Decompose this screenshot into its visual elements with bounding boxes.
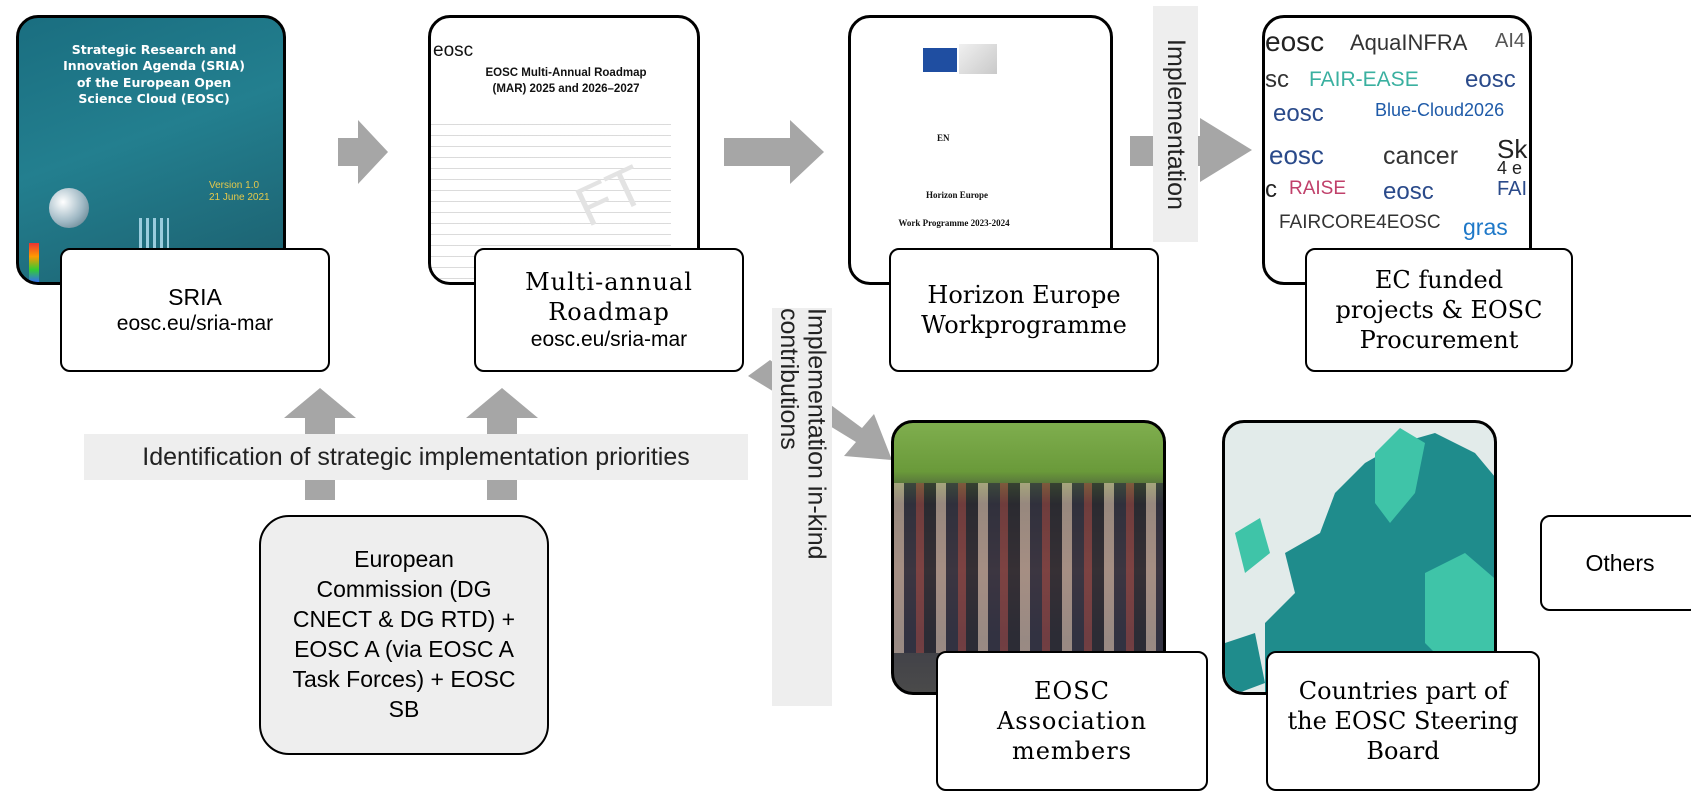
eu-flag-icon (923, 48, 957, 72)
logo-4e: 4 e (1497, 158, 1523, 178)
priorities-label: Identification of strategic implementati… (84, 434, 748, 480)
sria-label: SRIA eosc.eu/sria-mar (60, 248, 330, 372)
logo-raise: RAISE (1289, 178, 1347, 199)
mar-url[interactable]: eosc.eu/sria-mar (530, 327, 688, 351)
in-kind-label: Implementation in-kind contributions (772, 308, 832, 706)
others-box: Others (1540, 515, 1691, 611)
commission-text: European Commission (DG CNECT & DG RTD) … (292, 546, 516, 722)
mar-title: Multi-annual Roadmap (525, 267, 693, 326)
mar-document: eosc EOSC Multi-Annual Roadmap (MAR) 202… (428, 15, 700, 285)
horizon-document: EN Horizon Europe Work Programme 2023-20… (848, 15, 1113, 285)
horizon-doc-lang: EN (937, 133, 950, 143)
logo-eosc-5: eosc (1383, 178, 1434, 205)
logo-fair-ease: FAIR-EASE (1309, 68, 1419, 91)
sria-title: SRIA (168, 283, 222, 310)
crowd-icon (894, 483, 1163, 653)
europe-map-icon (1225, 428, 1494, 692)
horizon-title: Horizon Europe Workprogramme (921, 281, 1127, 339)
association-title: EOSC Association members (996, 677, 1148, 765)
countries-title: Countries part of the EOSC Steering Boar… (1287, 677, 1519, 765)
implementation-label: Implementation (1153, 6, 1198, 242)
logo-cancer: cancer (1383, 142, 1459, 170)
logo-gras: gras (1463, 214, 1508, 240)
ec-logo-icon (959, 44, 997, 74)
countries-label: Countries part of the EOSC Steering Boar… (1266, 651, 1540, 791)
sria-cover-version: Version 1.0 (209, 180, 260, 191)
projects-label: EC funded projects & EOSC Procurement (1305, 248, 1573, 372)
europe-map (1222, 420, 1497, 695)
logo-fai: FAI (1497, 178, 1528, 200)
association-photo (891, 420, 1166, 695)
logo-eosc-1: eosc (1265, 26, 1325, 57)
arrow-mar-to-horizon (724, 120, 824, 184)
others-label: Others (1585, 549, 1655, 576)
logo-sk: Sk (1497, 134, 1528, 164)
globe-icon (49, 188, 89, 228)
sria-url[interactable]: eosc.eu/sria-mar (116, 312, 274, 336)
logo-ai4: AI4 (1495, 30, 1526, 52)
logo-eosc-4: eosc (1269, 140, 1324, 170)
horizon-label: Horizon Europe Workprogramme (889, 248, 1159, 372)
logo-faircore4eosc: FAIRCORE4EOSC (1279, 212, 1441, 233)
mar-doc-logo: eosc (433, 40, 474, 61)
decorative-bars-icon (29, 243, 39, 282)
logo-aquainfra: AquaINFRA (1350, 30, 1468, 55)
commission-box: European Commission (DG CNECT & DG RTD) … (259, 515, 549, 755)
projects-title: EC funded projects & EOSC Procurement (1335, 266, 1543, 354)
sria-cover: Strategic Research and Innovation Agenda… (16, 15, 286, 285)
logo-c: c (1265, 176, 1277, 203)
sria-cover-date: 21 June 2021 (209, 192, 270, 203)
logo-eosc-2: eosc (1465, 66, 1516, 93)
arrow-sria-to-mar (338, 120, 388, 184)
horizon-doc-title: Horizon Europe (925, 190, 989, 200)
sria-cover-title: Strategic Research and Innovation Agenda… (63, 42, 245, 106)
mar-label: Multi-annual Roadmap eosc.eu/sria-mar (474, 248, 744, 372)
horizon-doc-subtitle: Work Programme 2023-2024 (898, 218, 1010, 228)
logo-sc: sc (1265, 66, 1289, 93)
logo-eosc-3: eosc (1273, 100, 1324, 127)
logo-blue-cloud: Blue-Cloud2026 (1375, 100, 1505, 120)
mar-doc-title: EOSC Multi-Annual Roadmap (MAR) 2025 and… (485, 67, 647, 95)
projects-logos: eosc AquaINFRA AI4 sc FAIR-EASE eosc eos… (1262, 15, 1532, 285)
association-label: EOSC Association members (936, 651, 1208, 791)
